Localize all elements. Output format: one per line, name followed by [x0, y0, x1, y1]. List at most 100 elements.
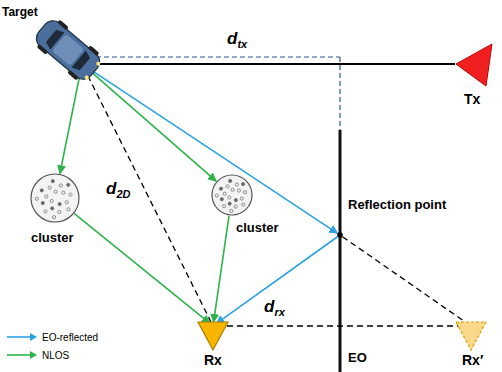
- legend-row: NLOS: [6, 346, 98, 364]
- legend-text: EO-reflected: [42, 332, 98, 343]
- scatterer-dot: [228, 202, 231, 205]
- reflection-dot: [337, 232, 343, 238]
- transmitter-symbol: [456, 44, 492, 86]
- scatterer-dot: [51, 207, 54, 210]
- signal-path: [83, 67, 211, 323]
- scatterer-dot: [54, 190, 57, 193]
- signal-path: [60, 67, 81, 174]
- scatterer-dot: [58, 202, 61, 205]
- car-windshield: [72, 51, 92, 73]
- distance-label: d2D: [104, 180, 132, 200]
- scatterer-dot: [67, 208, 70, 211]
- target-vehicle: Target: [2, 2, 102, 86]
- scatterer-dot: [228, 196, 231, 199]
- scatterer-dot: [234, 198, 237, 201]
- node-label: cluster: [236, 220, 279, 235]
- scatterer-cluster: cluster: [22, 170, 94, 247]
- eo-surface: [339, 130, 342, 372]
- image-receiver: Rx′: [448, 318, 500, 372]
- signal-path: [85, 66, 338, 234]
- scatterer-dot: [51, 179, 54, 182]
- dashed-guide: [96, 56, 340, 57]
- scatterer-dot: [223, 205, 226, 208]
- legend: EO-reflectedNLOS: [6, 328, 98, 364]
- scatterer-dot: [35, 197, 38, 200]
- scatterer-dot: [242, 203, 245, 206]
- cluster-circle: [212, 175, 252, 215]
- legend-sample: [6, 350, 38, 360]
- scatterer-dot: [58, 210, 61, 213]
- symbol-subscript: rx: [274, 306, 284, 318]
- symbol-subscript: tx: [237, 38, 247, 50]
- scatterer-cluster: cluster: [210, 173, 306, 237]
- node-label: Target: [2, 5, 38, 19]
- scatterer-dot: [219, 187, 222, 190]
- distance-label: dtx: [225, 30, 249, 50]
- scatterer-dot: [240, 197, 243, 200]
- scatterer-dot: [69, 193, 72, 196]
- signal-path: [342, 237, 467, 324]
- scatterer-dot: [62, 191, 65, 194]
- reflection-point: Reflection point: [336, 195, 500, 241]
- signal-path: [85, 63, 455, 65]
- signal-path: [217, 325, 467, 326]
- scatterer-dot: [237, 189, 240, 192]
- scatterer-dot: [41, 201, 44, 204]
- node-label: Rx′: [462, 352, 483, 368]
- legend-row: EO-reflected: [6, 328, 98, 346]
- signal-path: [214, 216, 229, 322]
- legend-arrowhead: [30, 333, 37, 341]
- cluster-circle: [31, 174, 79, 222]
- scatterer-dot: [65, 201, 68, 204]
- scatterer-dot: [48, 186, 51, 189]
- scatterer-dot: [234, 205, 237, 208]
- legend-arrowhead: [30, 351, 37, 359]
- car-wheel: [37, 44, 49, 55]
- scatterer-dot: [241, 182, 244, 185]
- image-receiver-symbol: [456, 322, 486, 350]
- node-label: Rx: [204, 352, 222, 368]
- node-label: Reflection point: [348, 197, 446, 212]
- scatterer-dot: [230, 209, 233, 212]
- scatterer-dot: [59, 184, 62, 187]
- scatterer-dot: [40, 189, 43, 192]
- node-label: cluster: [31, 230, 74, 245]
- car-wheel: [57, 19, 69, 30]
- node-shape: [448, 40, 500, 126]
- surface-label: EO: [348, 350, 367, 365]
- legend-text: NLOS: [42, 350, 69, 361]
- legend-line: [7, 354, 31, 356]
- symbol-letter: d: [106, 179, 116, 198]
- legend-line: [7, 336, 31, 338]
- receiver: Rx: [190, 318, 240, 372]
- car-wheel: [88, 45, 100, 56]
- scatterer-dot: [235, 183, 238, 186]
- scatterer-dot: [226, 185, 229, 188]
- scatterer-dot: [229, 179, 232, 182]
- scatterer-dot: [44, 210, 47, 213]
- dashed-guide: [339, 57, 340, 130]
- scatterer-dot: [243, 191, 246, 194]
- scatterer-dot: [231, 188, 234, 191]
- car-light: [84, 75, 90, 81]
- scatterer-dot: [50, 199, 53, 202]
- legend-sample: [6, 332, 38, 342]
- scatterer-dot: [45, 195, 48, 198]
- scatterer-dot: [53, 216, 56, 219]
- scatterer-dot: [215, 194, 218, 197]
- car-wheel: [67, 70, 79, 81]
- transmitter: Tx: [448, 40, 500, 126]
- signal-path: [216, 237, 337, 324]
- signal-path: [84, 66, 216, 181]
- symbol-subscript: 2D: [116, 188, 130, 200]
- signal-path: [74, 214, 209, 324]
- node-label: Tx: [464, 91, 480, 107]
- distance-label: drx: [262, 298, 287, 318]
- car-rear-window: [44, 27, 64, 49]
- receiver-symbol: [198, 322, 228, 350]
- car-icon: [30, 14, 105, 85]
- car-body: [32, 17, 103, 84]
- car-light: [95, 61, 101, 67]
- scatterer-dot: [220, 198, 223, 201]
